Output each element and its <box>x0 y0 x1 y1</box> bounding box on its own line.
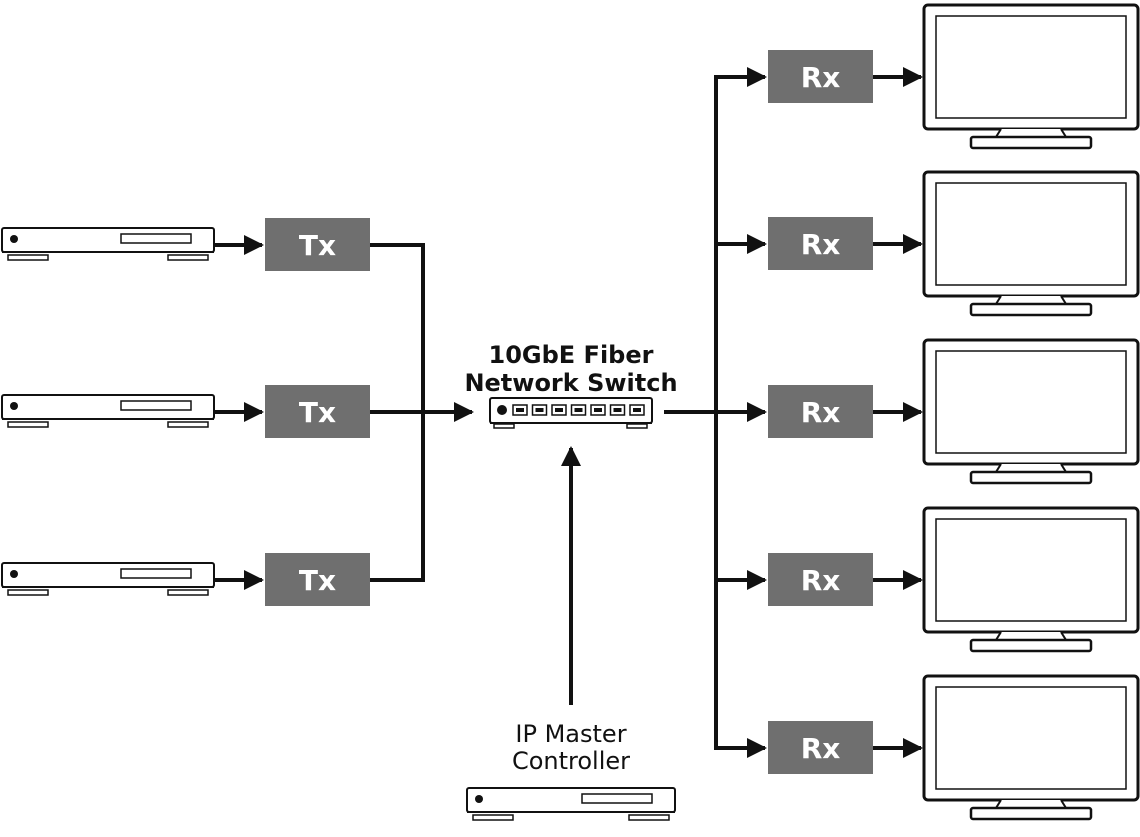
media-player-icon <box>1 227 215 261</box>
tx-box-label: Tx <box>299 396 336 429</box>
tx-box: Tx <box>265 218 370 271</box>
monitor-icon <box>922 506 1140 653</box>
rx-box: Rx <box>768 721 873 774</box>
connection-lines <box>214 67 923 758</box>
tx-box-label: Tx <box>299 229 336 262</box>
switch-title-line2: Network Switch <box>464 369 677 397</box>
controller-device-icon <box>466 787 676 821</box>
rx-box: Rx <box>768 385 873 438</box>
switch-title-line1: 10GbE Fiber <box>489 341 654 369</box>
tx-box: Tx <box>265 385 370 438</box>
rx-box-label: Rx <box>801 396 841 429</box>
tx-box-label: Tx <box>299 564 336 597</box>
source-devices <box>1 227 215 596</box>
rx-box-label: Rx <box>801 61 841 94</box>
controller-label-line2: Controller <box>512 747 630 775</box>
ip-master-controller: IP Master Controller <box>466 720 676 821</box>
rx-box: Rx <box>768 217 873 270</box>
monitor-icon <box>922 170 1140 317</box>
monitor-icon <box>922 338 1140 485</box>
rx-box-label: Rx <box>801 228 841 261</box>
rx-box-label: Rx <box>801 564 841 597</box>
media-player-icon <box>1 394 215 428</box>
tx-box: Tx <box>265 553 370 606</box>
network-switch: 10GbE Fiber Network Switch <box>464 341 678 429</box>
monitor-icon <box>922 3 1140 150</box>
monitor-icon <box>922 674 1140 821</box>
rx-box-label: Rx <box>801 732 841 765</box>
controller-player-icon <box>466 787 676 821</box>
media-player-icon <box>1 562 215 596</box>
display-group <box>922 3 1140 821</box>
network-switch-icon <box>489 397 653 429</box>
rx-box: Rx <box>768 50 873 103</box>
rx-box: Rx <box>768 553 873 606</box>
controller-label-line1: IP Master <box>515 720 626 748</box>
